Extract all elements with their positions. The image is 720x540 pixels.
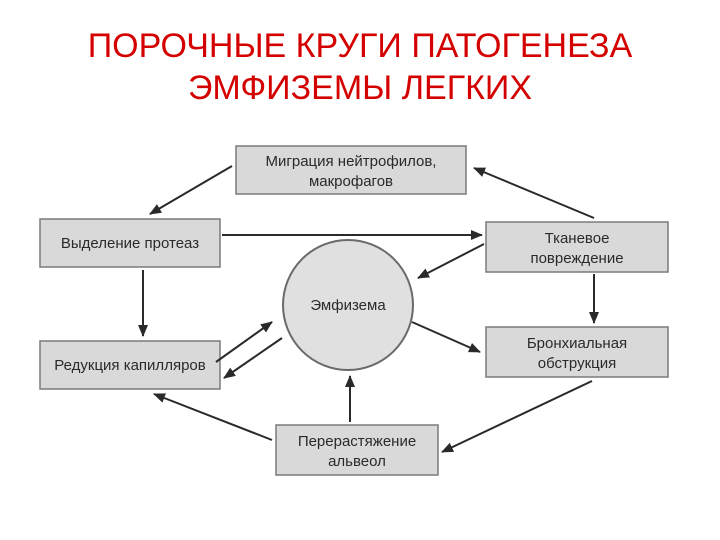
node-obstruction-line-2: обструкция (538, 355, 616, 372)
arrow-capillaries-to-emphysema (215, 321, 273, 363)
node-alveoli-line-2: альвеол (328, 453, 386, 470)
node-capillaries: Редукция капилляров (39, 340, 221, 390)
node-obstruction: Бронхиальная обструкция (485, 326, 669, 378)
node-migration-line-1: Миграция нейтрофилов, (266, 153, 437, 170)
node-protease: Выделение протеаз (39, 218, 221, 268)
node-emphysema: Эмфизема (282, 239, 414, 371)
arrow-alveoli-to-capillaries (153, 393, 273, 441)
node-migration-line-2: макрофагов (309, 173, 393, 190)
arrow-obstruction-to-alveoli (441, 380, 593, 453)
node-capillaries-line-1: Редукция капилляров (54, 357, 205, 374)
slide-title-line-2: ЭМФИЗЕМЫ ЛЕГКИХ (187, 69, 533, 107)
node-migration: Миграция нейтрофилов, макрофагов (235, 145, 467, 195)
arrow-tissue-to-emphysema (417, 243, 485, 279)
node-alveoli: Перерастяжение альвеол (275, 424, 439, 476)
node-tissue-line-1: Тканевое (545, 230, 610, 247)
node-obstruction-line-1: Бронхиальная (527, 335, 627, 352)
node-alveoli-line-1: Перерастяжение (298, 433, 416, 450)
arrow-emphysema-to-obstruction (411, 321, 481, 353)
node-tissue-line-2: повреждение (530, 250, 623, 267)
arrow-migration-to-protease (149, 165, 233, 215)
node-tissue-damage: Тканевое повреждение (485, 221, 669, 273)
arrow-tissue-to-migration (473, 167, 595, 219)
slide-title-line-1: ПОРОЧНЫЕ КРУГИ ПАТОГЕНЕЗА (87, 27, 633, 65)
node-protease-line-1: Выделение протеаз (61, 235, 199, 252)
node-emphysema-label: Эмфизема (310, 297, 386, 314)
arrow-emphysema-to-capillaries (223, 337, 283, 379)
